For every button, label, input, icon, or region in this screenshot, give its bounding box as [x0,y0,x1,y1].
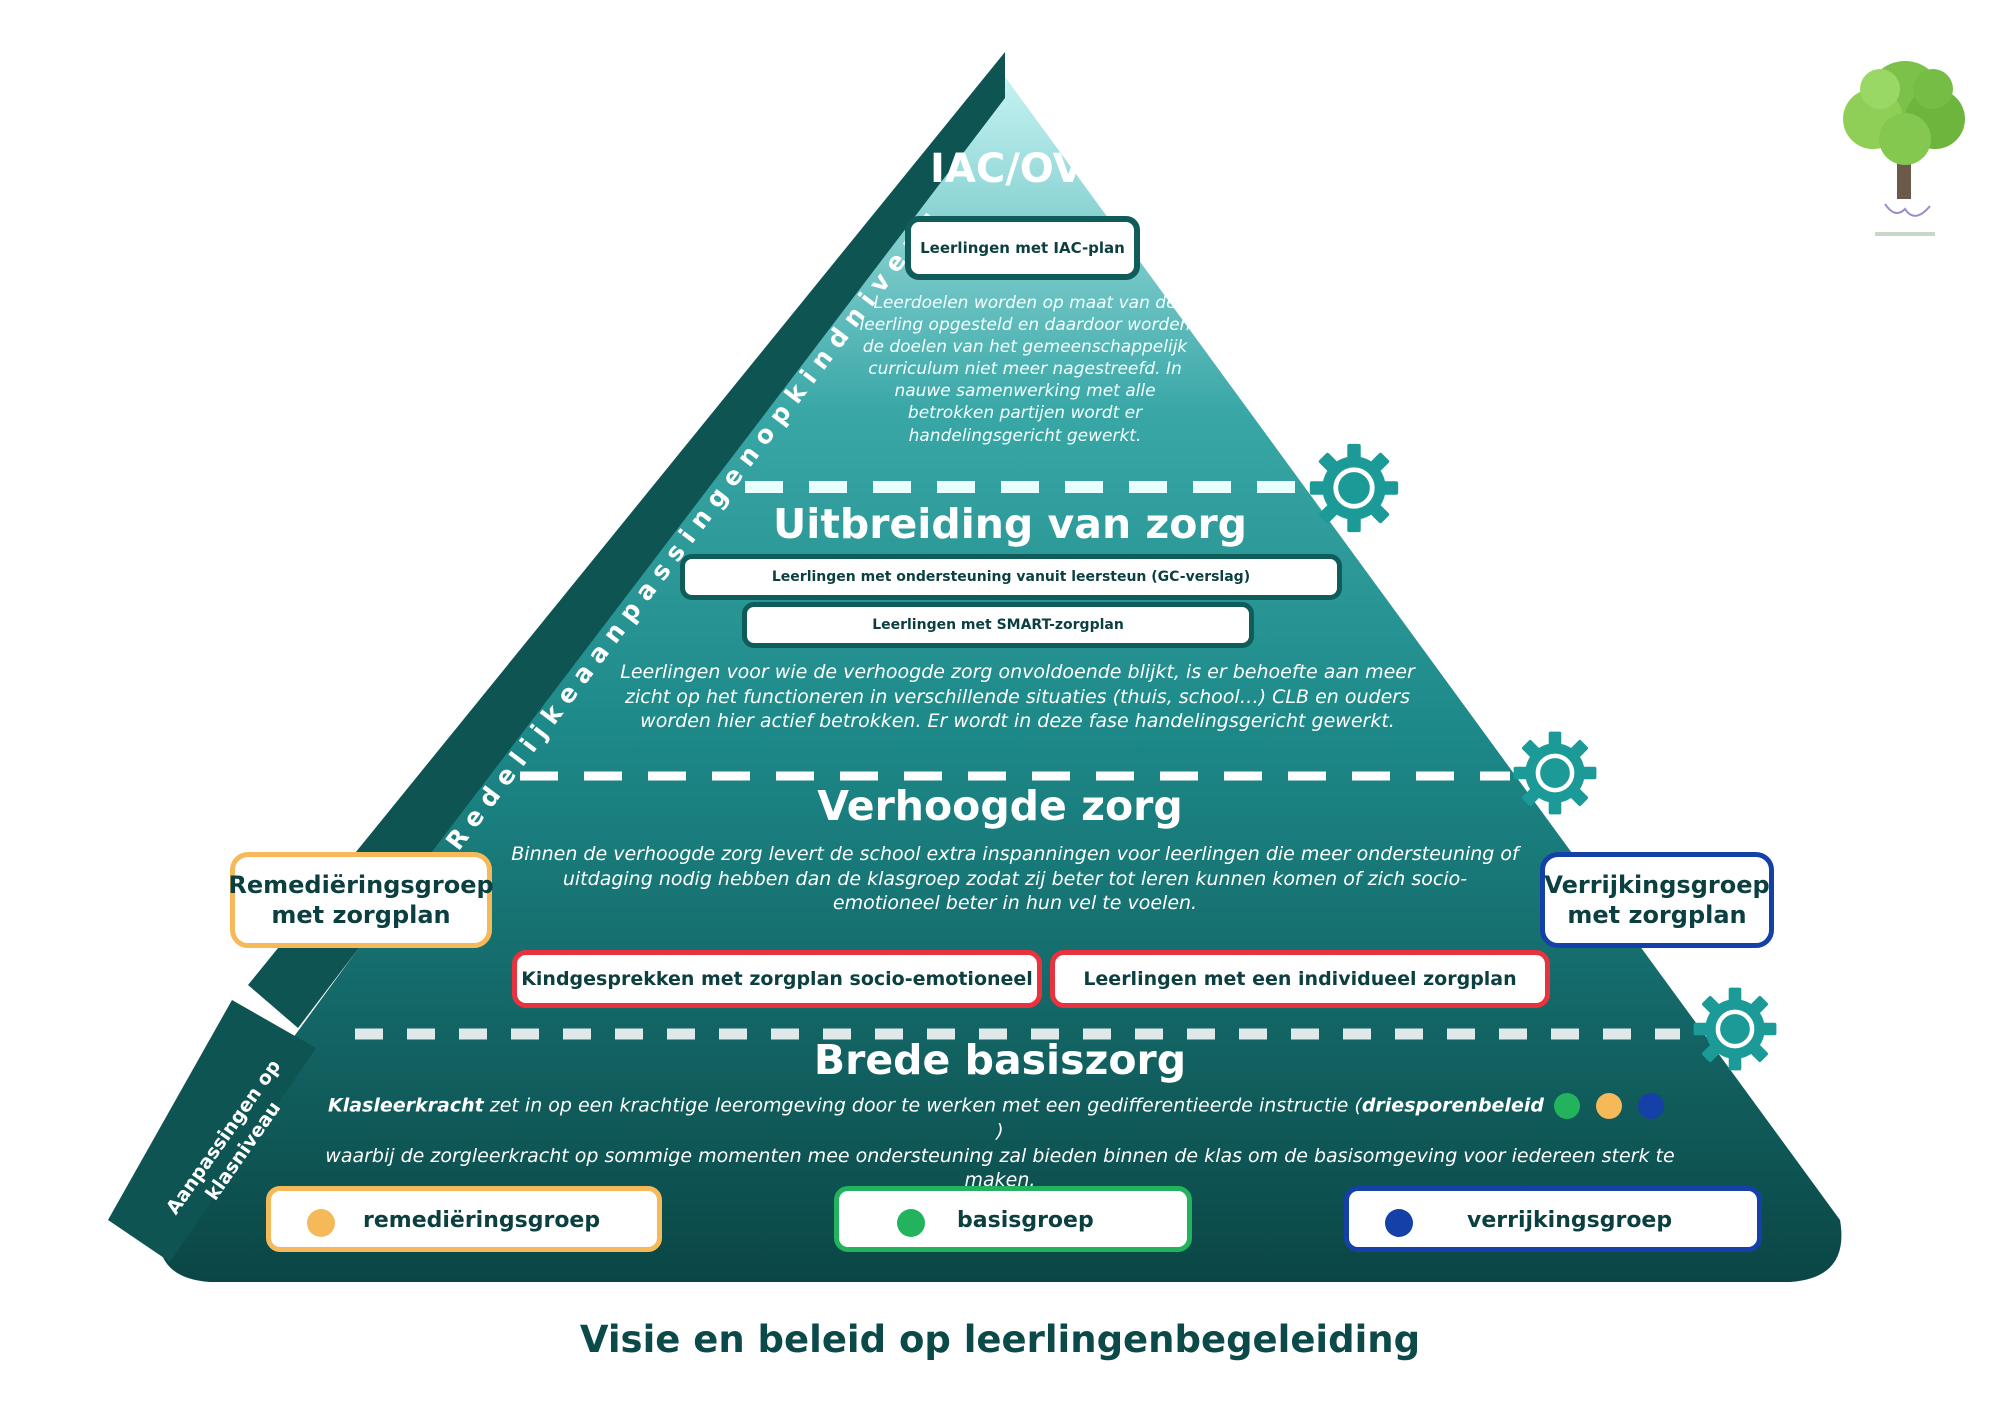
basis-desc-part1: zet in op een krachtige leeromgeving doo… [483,1094,1362,1117]
pill-kindgesprekken: Kindgesprekken met zorgplan socio-emotio… [512,950,1042,1008]
verhoogd-description: Binnen de verhoogde zorg levert de schoo… [511,843,1519,915]
tier-title-verhoogd: Verhoogde zorg [817,782,1183,830]
group-remediering: remediëringsgroep [266,1186,662,1252]
dot-green-icon [1554,1093,1580,1119]
group-label: remediëringsgroep [363,1208,601,1233]
remediering-zorgplan-box: Remediëringsgroep met zorgplan [228,852,494,948]
tier-title-iac: IAC/OV4 [930,146,1112,192]
dot-orange-icon [1596,1093,1622,1119]
uitbreiding-description: Leerlingen voor wie de verhoogde zorg on… [620,661,1415,733]
pill-gc-verslag: Leerlingen met ondersteuning vanuit leer… [680,554,1342,600]
pill-individueel-zorgplan: Leerlingen met een individueel zorgplan [1050,950,1550,1008]
gear-icon [1513,731,1597,815]
footer-title: Visie en beleid op leerlingenbegeleiding [579,1318,1421,1361]
tier-title-basis: Brede basiszorg [813,1036,1187,1084]
group-label: verrijkingsgroep [1467,1208,1673,1233]
gear-icon [1309,443,1399,533]
dot-blue-icon [1385,1209,1413,1237]
group-basis: basisgroep [834,1186,1192,1252]
verrijking-zorgplan-box: Verrijkingsgroep met zorgplan [1540,852,1774,948]
pill-smart-zorgplan: Leerlingen met SMART-zorgplan [742,602,1254,648]
tree-logo-icon [1843,61,1965,236]
dot-orange-icon [307,1209,335,1237]
basis-desc-close: ) [996,1120,1004,1142]
klasniveau-band [108,1000,316,1262]
three-dots-inline [1550,1093,1672,1119]
dot-blue-icon [1638,1093,1664,1119]
basis-description: Klasleerkracht zet in op een krachtige l… [325,1093,1675,1193]
basis-desc-rest: waarbij de zorgleerkracht op sommige mom… [325,1144,1675,1192]
basis-desc-klasleerkracht: Klasleerkracht [327,1094,484,1117]
tier-title-uitbreiding: Uitbreiding van zorg [772,500,1248,548]
basis-desc-driesporenbeleid: driesporenbeleid [1361,1094,1544,1117]
kindniveau-band [248,52,1005,1028]
dot-green-icon [897,1209,925,1237]
group-verrijking: verrijkingsgroep [1344,1186,1762,1252]
iac-description: Leerdoelen worden op maat van de leerlin… [859,293,1191,446]
gear-icon [1693,987,1777,1071]
pill-iac-plan: Leerlingen met IAC-plan [905,216,1140,280]
group-label: basisgroep [957,1208,1094,1233]
